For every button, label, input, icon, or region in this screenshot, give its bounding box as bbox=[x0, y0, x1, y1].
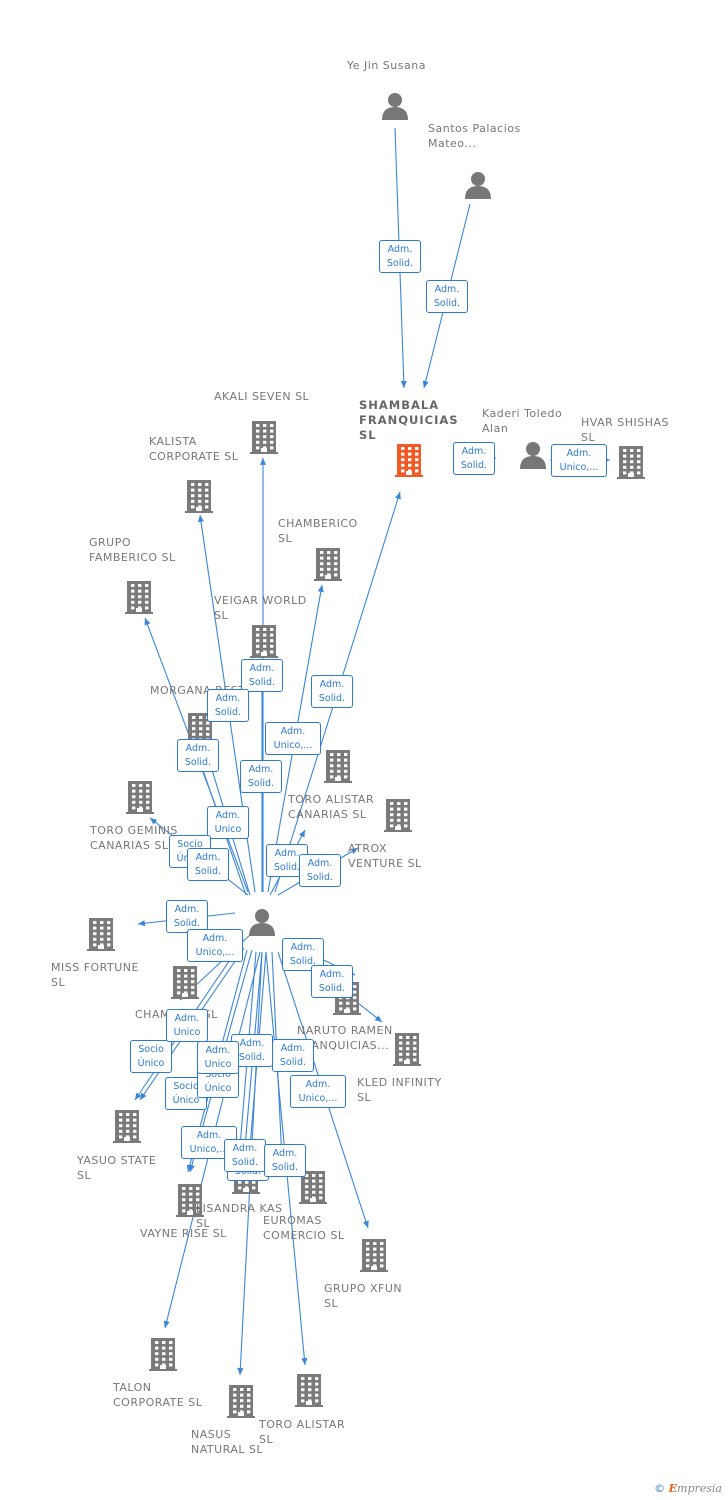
person-icon bbox=[520, 442, 546, 469]
building-icon bbox=[393, 1033, 421, 1066]
company-veigar[interactable] bbox=[248, 623, 280, 659]
company-atrox[interactable] bbox=[382, 797, 414, 833]
relation-label-center-veigar: Adm.Solid. bbox=[240, 760, 282, 793]
node-label-akali: AKALI SEVEN SL bbox=[214, 390, 310, 403]
relation-label-kaderi-shambala: Adm.Solid. bbox=[453, 442, 495, 475]
relation-label-center-grupofamberico: Adm.Solid. bbox=[177, 739, 219, 772]
node-label-toroalistarcan: TORO ALISTAR CANARIAS SL bbox=[288, 793, 375, 821]
node-label-vayne: VAYNE RISE SL bbox=[140, 1227, 227, 1240]
company-euromas[interactable] bbox=[297, 1169, 329, 1205]
building-icon bbox=[171, 966, 199, 999]
node-label-kaderi: Kaderi Toledo Alan bbox=[482, 407, 563, 435]
person-kaderi[interactable] bbox=[518, 440, 548, 470]
brand-footer: © Empresia bbox=[654, 1482, 722, 1495]
node-label-euromas: EUROMAS COMERCIO SL bbox=[263, 1214, 345, 1242]
node-label-santos: Santos Palacios Mateo... bbox=[428, 122, 521, 150]
relation-label-center-champ: Adm.Unico,... bbox=[187, 929, 243, 962]
node-label-veigar: VEIGAR WORLD SL bbox=[214, 594, 307, 622]
company-talon[interactable] bbox=[147, 1336, 179, 1372]
company-torogeminis[interactable] bbox=[124, 779, 156, 815]
relation-label-center-chamberico: Adm.Unico,... bbox=[265, 722, 321, 755]
relation-label-center-euromas: Adm.Unico,... bbox=[290, 1075, 346, 1108]
company-shambala[interactable] bbox=[393, 442, 425, 478]
building-icon bbox=[395, 444, 423, 477]
building-icon bbox=[299, 1171, 327, 1204]
node-label-grupoxfun: GRUPO XFUN SL bbox=[324, 1282, 403, 1310]
relation-label-center-atrox: Adm.Solid. bbox=[299, 854, 341, 887]
company-hvar[interactable] bbox=[615, 444, 647, 480]
building-icon bbox=[250, 421, 278, 454]
building-icon bbox=[324, 750, 352, 783]
building-icon bbox=[384, 799, 412, 832]
node-label-hvar: HVAR SHISHAS SL bbox=[581, 416, 670, 444]
building-icon bbox=[250, 625, 278, 658]
relation-label-center-nasus: Adm.Solid. bbox=[264, 1144, 306, 1177]
node-label-kled: KLED INFINITY SL bbox=[357, 1076, 442, 1104]
relation-label-santos-shambala: Adm.Solid. bbox=[426, 280, 468, 313]
node-label-chamberico: CHAMBERICO SL bbox=[278, 517, 358, 545]
relation-label-center-akali: Adm.Solid. bbox=[241, 659, 283, 692]
building-icon bbox=[617, 446, 645, 479]
relation-label-center-lisandra: Adm.Solid. bbox=[272, 1039, 314, 1072]
node-label-kalista: KALISTA CORPORATE SL bbox=[149, 435, 239, 463]
company-grupofamberico[interactable] bbox=[123, 579, 155, 615]
building-icon bbox=[227, 1385, 255, 1418]
company-grupoxfun[interactable] bbox=[358, 1237, 390, 1273]
node-label-nasus: NASUS NATURAL SL bbox=[191, 1428, 264, 1456]
company-champ[interactable] bbox=[169, 964, 201, 1000]
building-icon bbox=[185, 480, 213, 513]
company-toroalistar[interactable] bbox=[293, 1372, 325, 1408]
building-icon bbox=[295, 1374, 323, 1407]
relation-label-center-shambala: Adm.Solid. bbox=[311, 675, 353, 708]
brand-name: mpresia bbox=[677, 1482, 722, 1495]
node-label-yejin: Ye Jin Susana bbox=[347, 59, 426, 72]
building-icon bbox=[125, 581, 153, 614]
company-missfortune[interactable] bbox=[85, 916, 117, 952]
node-label-missfortune: MISS FORTUNE SL bbox=[51, 961, 139, 989]
relation-label-center-kled: Adm.Solid. bbox=[311, 965, 353, 998]
node-label-lisandra: LISANDRA KAS SL bbox=[196, 1202, 283, 1230]
relation-label-center-talon: Adm.Solid. bbox=[224, 1139, 266, 1172]
relation-label-center-morgana: Adm.Unico bbox=[207, 806, 249, 839]
person-icon bbox=[249, 909, 275, 936]
company-kled[interactable] bbox=[391, 1031, 423, 1067]
company-toroalistarcan[interactable] bbox=[322, 748, 354, 784]
node-label-atrox: ATROX VENTURE SL bbox=[348, 842, 422, 870]
relation-label-kaderi-hvar: Adm.Unico,... bbox=[551, 444, 607, 477]
person-yejin[interactable] bbox=[380, 91, 410, 121]
building-icon bbox=[360, 1239, 388, 1272]
relation-label-center-lisandra: Adm.Unico bbox=[197, 1041, 239, 1074]
relation-label-center-yasuo: Adm.Unico bbox=[166, 1009, 208, 1042]
node-label-yasuo: YASUO STATE SL bbox=[77, 1154, 157, 1182]
relation-label-center-torogeminis: Adm.Solid. bbox=[187, 848, 229, 881]
node-label-shambala: SHAMBALA FRANQUICIAS SL bbox=[359, 398, 459, 442]
company-chamberico[interactable] bbox=[312, 546, 344, 582]
building-icon bbox=[176, 1184, 204, 1217]
person-center[interactable] bbox=[247, 907, 277, 937]
node-label-torogeminis: TORO GEMINIS CANARIAS SL bbox=[90, 824, 178, 852]
company-nasus[interactable] bbox=[225, 1383, 257, 1419]
node-label-grupofamberico: GRUPO FAMBERICO SL bbox=[89, 536, 176, 564]
relation-label-yejin-shambala: Adm.Solid. bbox=[379, 240, 421, 273]
node-label-talon: TALON CORPORATE SL bbox=[113, 1381, 203, 1409]
building-icon bbox=[314, 548, 342, 581]
company-kalista[interactable] bbox=[183, 478, 215, 514]
building-icon bbox=[87, 918, 115, 951]
building-icon bbox=[126, 781, 154, 814]
building-icon bbox=[149, 1338, 177, 1371]
company-yasuo[interactable] bbox=[111, 1108, 143, 1144]
brand-initial: E bbox=[668, 1482, 678, 1495]
building-icon bbox=[113, 1110, 141, 1143]
company-vayne[interactable] bbox=[174, 1182, 206, 1218]
company-akali[interactable] bbox=[248, 419, 280, 455]
relation-label-center-kalista: Adm.Solid. bbox=[207, 689, 249, 722]
copyright-symbol: © bbox=[654, 1482, 666, 1495]
person-santos[interactable] bbox=[463, 170, 493, 200]
person-icon bbox=[382, 93, 408, 120]
node-label-naruto: NARUTO RAMEN FRANQUICIAS... bbox=[297, 1024, 393, 1052]
person-icon bbox=[465, 172, 491, 199]
node-label-toroalistar: TORO ALISTAR SL bbox=[259, 1418, 346, 1446]
